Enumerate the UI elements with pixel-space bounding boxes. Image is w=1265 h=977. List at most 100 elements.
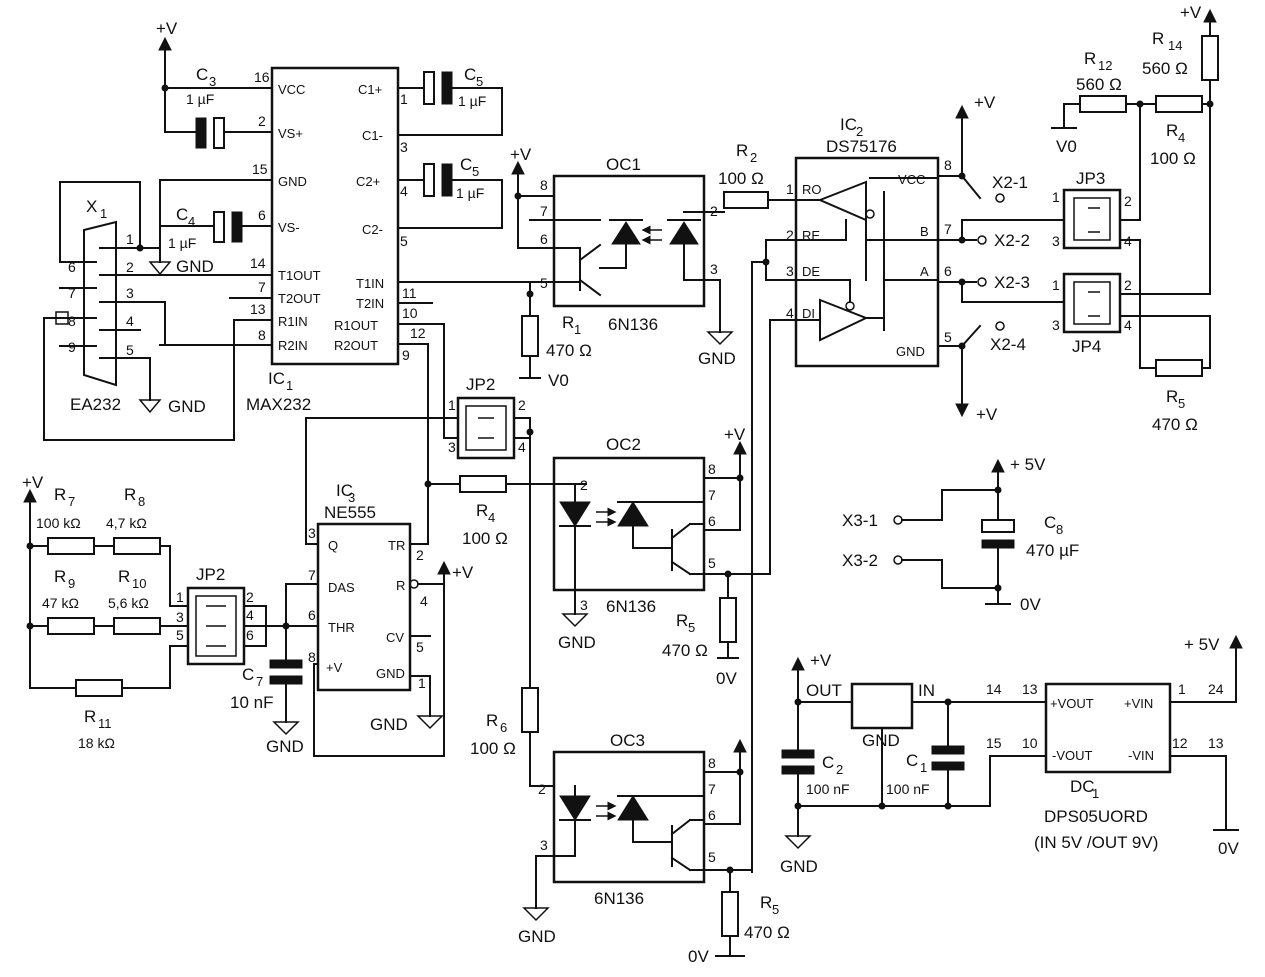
svg-text:+V: +V: [724, 425, 746, 444]
svg-text:R: R: [396, 578, 405, 593]
svg-text:4: 4: [518, 439, 526, 455]
svg-text:100 kΩ: 100 kΩ: [36, 515, 81, 531]
svg-text:R: R: [676, 611, 688, 630]
capacitor-c7: GND C 7 10 nF: [230, 583, 304, 756]
svg-text:+ 5V: + 5V: [1184, 635, 1220, 654]
svg-text:5: 5: [708, 555, 716, 571]
svg-text:13: 13: [250, 301, 266, 317]
svg-text:DPS05UORD: DPS05UORD: [1044, 807, 1148, 826]
vplus-oc1: +V: [510, 145, 532, 249]
svg-text:X: X: [86, 197, 97, 216]
svg-text:4: 4: [400, 183, 408, 199]
svg-text:10 nF: 10 nF: [230, 693, 273, 712]
svg-text:C: C: [176, 205, 188, 224]
svg-text:1: 1: [126, 231, 134, 247]
svg-text:GND: GND: [698, 349, 736, 368]
vplus-ic1: +V: [156, 19, 178, 133]
svg-text:5: 5: [944, 329, 952, 345]
svg-text:IN: IN: [918, 681, 935, 700]
svg-text:JP4: JP4: [1072, 337, 1101, 356]
svg-text:DAS: DAS: [328, 580, 355, 595]
svg-text:1: 1: [448, 397, 456, 413]
svg-text:4: 4: [188, 214, 195, 229]
svg-text:5: 5: [400, 233, 408, 249]
svg-text:11: 11: [402, 285, 417, 301]
svg-text:4,7 kΩ: 4,7 kΩ: [106, 515, 147, 531]
svg-text:GND: GND: [266, 737, 304, 756]
svg-text:6: 6: [308, 607, 316, 623]
svg-text:7: 7: [308, 567, 316, 583]
svg-text:3: 3: [348, 490, 355, 505]
svg-text:R: R: [84, 707, 96, 726]
svg-text:8: 8: [708, 755, 716, 771]
svg-text:R: R: [118, 567, 130, 586]
svg-text:C2-: C2-: [362, 222, 383, 237]
svg-text:GND: GND: [168, 397, 206, 416]
svg-text:GND: GND: [896, 344, 925, 359]
svg-text:EA232: EA232: [70, 395, 121, 414]
svg-text:TR: TR: [388, 538, 405, 553]
svg-text:8: 8: [138, 494, 145, 509]
svg-text:5,6 kΩ: 5,6 kΩ: [108, 595, 149, 611]
svg-text:5: 5: [1178, 396, 1185, 411]
svg-text:R: R: [124, 485, 136, 504]
svg-text:Q: Q: [328, 538, 338, 553]
svg-text:2: 2: [1124, 277, 1132, 293]
svg-text:+V: +V: [974, 93, 996, 112]
svg-text:6: 6: [708, 807, 716, 823]
svg-text:100 nF: 100 nF: [806, 781, 850, 797]
svg-text:VS+: VS+: [278, 126, 303, 141]
svg-text:3: 3: [786, 263, 794, 279]
svg-text:R: R: [486, 711, 498, 730]
svg-text:GND: GND: [780, 857, 818, 876]
svg-text:100 Ω: 100 Ω: [462, 529, 508, 548]
optocoupler-oc1: OC1 6N136 8 7 6 5 2 3 GND: [517, 155, 736, 368]
svg-text:X2-4: X2-4: [990, 335, 1026, 354]
svg-text:IC: IC: [840, 115, 857, 134]
svg-text:2: 2: [856, 124, 863, 139]
svg-text:1: 1: [400, 91, 408, 107]
svg-text:GND: GND: [862, 731, 900, 750]
svg-text:MAX232: MAX232: [246, 395, 311, 414]
svg-text:R: R: [54, 567, 66, 586]
ic3-ne555: IC 3 NE555 3 Q 7 DAS 6 THR 8 +V 2 TR 4 R…: [285, 481, 474, 757]
svg-text:T1IN: T1IN: [356, 276, 384, 291]
svg-text:C: C: [460, 155, 472, 174]
svg-text:+V: +V: [156, 19, 178, 38]
svg-text:+VIN: +VIN: [1124, 696, 1153, 711]
svg-text:100 Ω: 100 Ω: [1150, 149, 1196, 168]
svg-text:7: 7: [540, 203, 548, 219]
svg-text:5: 5: [772, 902, 779, 917]
svg-text:OUT: OUT: [806, 681, 842, 700]
svg-text:1 µF: 1 µF: [186, 91, 214, 107]
svg-text:R2OUT: R2OUT: [334, 338, 378, 353]
svg-text:+V: +V: [452, 563, 474, 582]
svg-text:100 Ω: 100 Ω: [470, 739, 516, 758]
svg-text:X2-1: X2-1: [992, 173, 1028, 192]
svg-text:VS-: VS-: [278, 220, 300, 235]
svg-text:X3-2: X3-2: [842, 551, 878, 570]
svg-text:10: 10: [1022, 735, 1038, 751]
svg-text:4: 4: [786, 305, 794, 321]
svg-text:OC3: OC3: [610, 731, 645, 750]
svg-text:0V: 0V: [716, 669, 737, 688]
svg-text:R: R: [1166, 121, 1178, 140]
svg-text:1: 1: [100, 206, 107, 221]
svg-text:470 Ω: 470 Ω: [662, 641, 708, 660]
svg-text:0V: 0V: [688, 947, 709, 966]
svg-text:3: 3: [308, 525, 316, 541]
svg-text:0V: 0V: [1020, 595, 1041, 614]
svg-text:A: A: [920, 264, 929, 279]
svg-text:GND: GND: [518, 927, 556, 946]
svg-text:2: 2: [1124, 193, 1132, 209]
svg-text:X2-2: X2-2: [994, 231, 1030, 250]
svg-text:470 µF: 470 µF: [1026, 541, 1079, 560]
jumper-jp4: JP4 1 2 3 4: [1052, 272, 1132, 356]
optocoupler-oc2: OC2 6N136 2 3 8 7 6 5 GND +V: [552, 425, 771, 652]
svg-text:JP2: JP2: [466, 375, 495, 394]
svg-text:2: 2: [836, 762, 843, 777]
svg-text:4: 4: [1178, 130, 1185, 145]
svg-text:7: 7: [708, 487, 716, 503]
svg-text:JP2: JP2: [196, 565, 225, 584]
svg-text:5: 5: [126, 342, 134, 358]
